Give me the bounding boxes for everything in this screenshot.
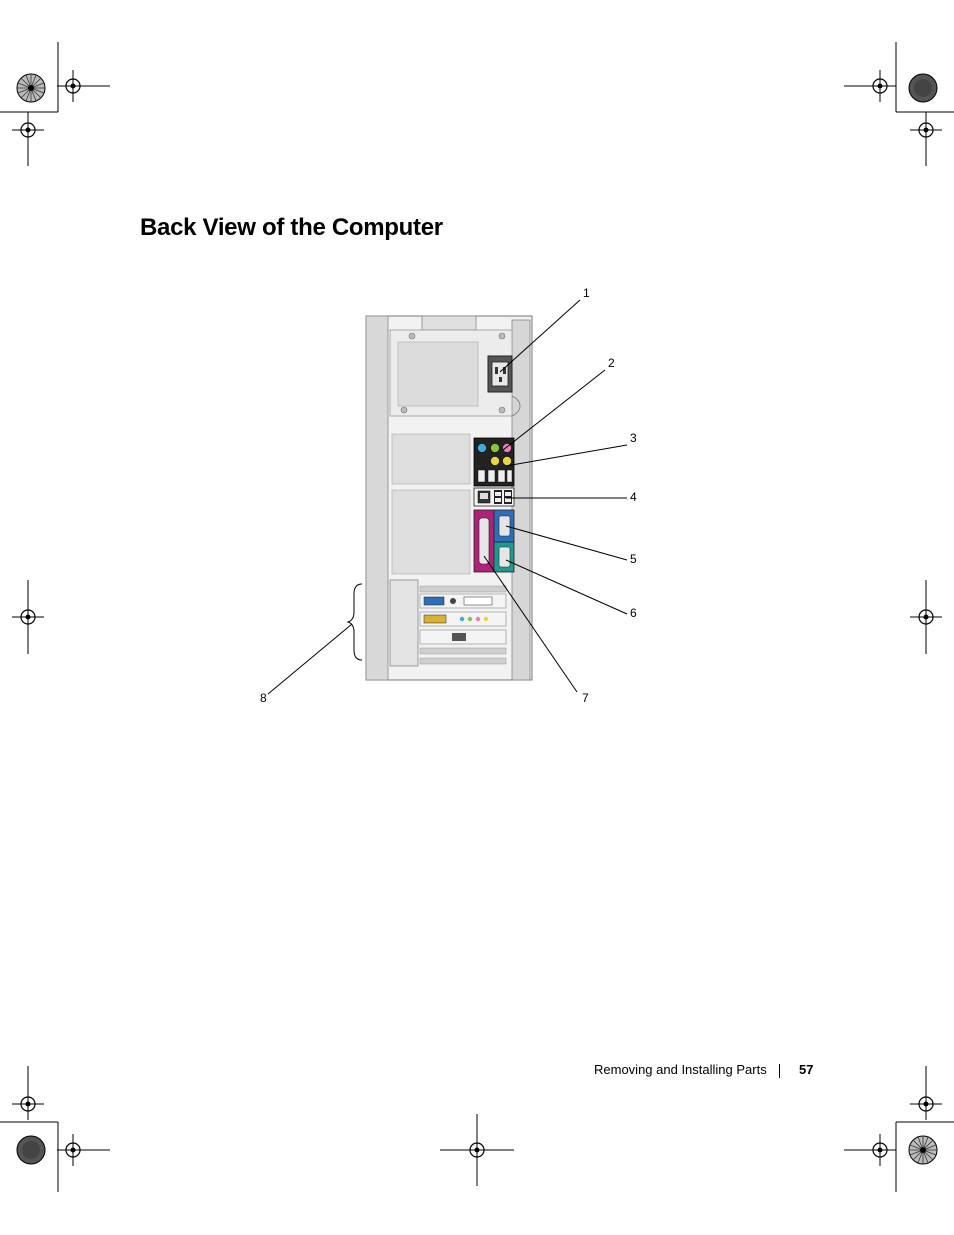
power-connector: [487, 355, 513, 393]
callout-2: 2: [608, 356, 615, 370]
power-supply: [389, 329, 513, 417]
parallel-connector: [473, 509, 495, 573]
callout-7: 7: [582, 691, 589, 705]
footer-section-title: Removing and Installing Parts: [594, 1062, 767, 1077]
serial-connector: [493, 541, 515, 573]
card-slots: [389, 579, 507, 667]
io-panel: [473, 437, 515, 487]
network-usb-block: [473, 487, 515, 507]
page-title: Back View of the Computer: [140, 214, 443, 241]
callout-6: 6: [630, 606, 637, 620]
callout-3: 3: [630, 431, 637, 445]
callout-lines: [267, 299, 628, 695]
footer-divider: [779, 1064, 780, 1078]
callout-1: 1: [583, 286, 590, 300]
callout-4: 4: [630, 490, 637, 504]
card-slots-brace: [346, 583, 363, 661]
callout-8: 8: [260, 691, 267, 705]
callout-5: 5: [630, 552, 637, 566]
page-number: 57: [799, 1062, 814, 1077]
video-connector: [493, 509, 515, 543]
